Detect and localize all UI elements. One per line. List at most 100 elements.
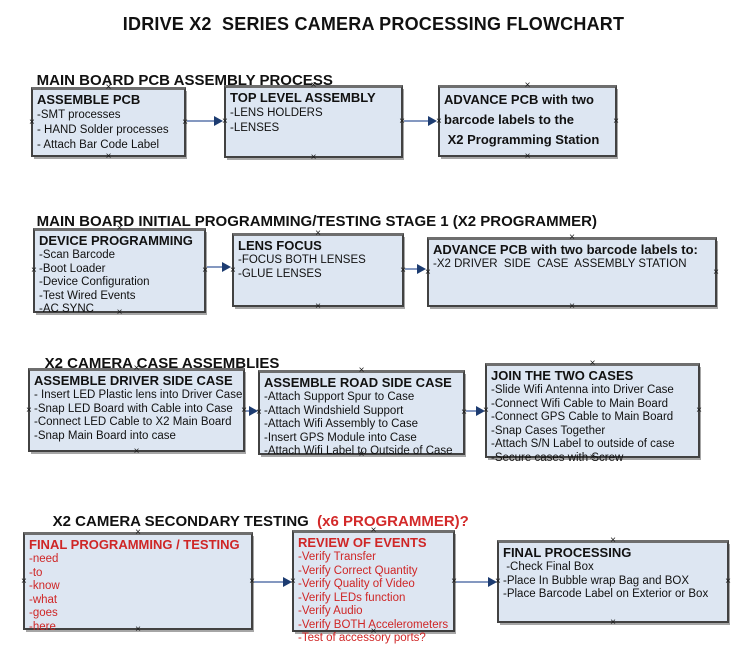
arrow-shaft [187, 120, 216, 122]
section-heading-text: X2 CAMERA CASE ASSEMBLIES [44, 355, 280, 372]
connection-handle-icon: × [241, 404, 247, 416]
flow-box-advance-pcb-driver-side[interactable]: ADVANCE PCB with two barcode labels to: … [425, 233, 719, 312]
connection-handle-icon: × [610, 535, 616, 546]
box-item: -Attach Support Spur to Case [264, 391, 415, 403]
flow-box-review-of-events[interactable]: REVIEW OF EVENTS -Verify Transfer-Verify… [290, 526, 457, 645]
connection-handle-icon: × [315, 301, 321, 312]
box-title: LENS FOCUS [238, 238, 322, 253]
box-item: -Scan Barcode [39, 249, 116, 261]
connection-handle-icon: × [524, 151, 531, 162]
box-item: -Connect GPS Cable to Main Board [491, 411, 674, 423]
flow-box-assemble-pcb[interactable]: ASSEMBLE PCB -SMT processes- HAND Solder… [29, 83, 188, 162]
connection-handle-icon: × [713, 266, 719, 278]
box-item: -Slide Wifi Antenna into Driver Case [491, 384, 674, 396]
connection-handle-icon: × [29, 116, 35, 128]
arrow-shaft [246, 410, 251, 412]
connection-handle-icon: × [451, 575, 457, 587]
connection-handle-icon: × [613, 115, 619, 127]
arrow-head-icon [249, 406, 258, 416]
arrow-shaft [466, 410, 478, 412]
section-heading-secondary-testing: X2 CAMERA SECONDARY TESTING (x6 PROGRAMM… [36, 496, 469, 547]
box-title: ASSEMBLE DRIVER SIDE CASE [34, 373, 233, 388]
box-item: -Verify Audio [298, 605, 363, 617]
connection-handle-icon: × [358, 449, 365, 460]
connection-handle-icon: × [315, 228, 321, 239]
box-item: -GLUE LENSES [238, 267, 322, 280]
connection-handle-icon: × [370, 525, 377, 536]
box-items: -Attach Support Spur to Case-Attach Wind… [264, 391, 459, 459]
flow-box-join-the-two-cases[interactable]: JOIN THE TWO CASES -Slide Wifi Antenna i… [483, 359, 702, 464]
connection-handle-icon: × [436, 115, 442, 127]
connection-handle-icon: × [358, 365, 365, 376]
arrow-shaft [404, 120, 430, 122]
box-item: -Test Wired Events [39, 289, 136, 302]
box-item: -Place In Bubble wrap Bag and BOX [503, 574, 690, 587]
box-items: -Verify Transfer-Verify Correct Quantity… [298, 551, 449, 646]
box-border-line [292, 630, 455, 632]
box-title: REVIEW OF EVENTS [298, 535, 427, 550]
box-items: -FOCUS BOTH LENSES-GLUE LENSES [238, 254, 398, 281]
flow-box-device-programming[interactable]: DEVICE PROGRAMMING -Scan Barcode-Boot Lo… [31, 224, 208, 318]
connection-handle-icon: × [249, 575, 255, 587]
box-item: -Verify Transfer [298, 551, 376, 563]
connection-handle-icon: × [310, 80, 317, 91]
box-item: -to [29, 566, 43, 579]
arrow-head-icon [283, 577, 292, 587]
box-items: -X2 DRIVER SIDE CASE ASSEMBLY STATION [433, 258, 711, 272]
box-item: -Boot Loader [39, 262, 106, 275]
connection-handle-icon: × [133, 446, 140, 457]
flow-box-lens-focus[interactable]: LENS FOCUS -FOCUS BOTH LENSES-GLUE LENSE… [230, 229, 406, 312]
box-title: DEVICE PROGRAMMING [39, 233, 193, 248]
page-title: IDRIVE X2 SERIES CAMERA PROCESSING FLOWC… [122, 14, 625, 34]
section-heading-text: X2 CAMERA SECONDARY TESTING [52, 513, 313, 530]
box-item: -Secure cases with Screw [491, 451, 624, 464]
connection-handle-icon: × [135, 527, 141, 538]
box-item: -know [29, 580, 60, 592]
box-item: -Attach Windshield Support [264, 404, 404, 417]
box-item: -here [29, 620, 56, 633]
connection-handle-icon: × [569, 232, 575, 243]
flow-box-final-programming-testing[interactable]: FINAL PROGRAMMING / TESTING -need-to-kno… [21, 528, 255, 635]
box-items: -need-to-know-what-goes-here [29, 553, 247, 634]
box-title: ADVANCE PCB with two barcode labels to: [433, 242, 698, 257]
connection-handle-icon: × [370, 626, 377, 637]
connection-handle-icon: × [230, 264, 236, 276]
connection-handle-icon: × [399, 116, 405, 127]
box-item: -X2 DRIVER SIDE CASE ASSEMBLY STATION [433, 258, 687, 270]
arrow-head-icon [488, 577, 497, 587]
arrow-shaft [456, 581, 490, 583]
box-items: -Slide Wifi Antenna into Driver Case -Con… [491, 384, 694, 465]
box-item: -Snap Main Board into case [34, 429, 176, 442]
box-title: TOP LEVEL ASSEMBLY [230, 90, 376, 105]
box-title: ADVANCE PCB with two barcode labels to t… [444, 92, 598, 127]
box-item: -Insert GPS Module into Case [264, 431, 417, 444]
box-items: - Insert LED Plastic lens into Driver Ca… [34, 389, 242, 443]
box-item: -LENSES [230, 122, 280, 134]
connection-handle-icon: × [310, 152, 317, 163]
arrow-head-icon [417, 264, 426, 274]
flow-box-final-processing[interactable]: FINAL PROCESSING -Check Final Box-Place … [495, 536, 731, 628]
connection-handle-icon: × [105, 151, 112, 162]
box-item: -Connect LED Cable to X2 Main Board [34, 416, 232, 428]
connection-handle-icon: × [461, 407, 467, 418]
box-title: JOIN THE TWO CASES [491, 368, 634, 383]
connection-handle-icon: × [116, 307, 123, 318]
connection-handle-icon: × [589, 358, 596, 369]
box-item: -Place Barcode Label on Exterior or Box [503, 588, 709, 600]
connection-handle-icon: × [26, 404, 32, 416]
flow-box-assemble-road-side-case[interactable]: ASSEMBLE ROAD SIDE CASE -Attach Support … [256, 366, 467, 460]
flow-box-advance-pcb-programming-station[interactable]: ADVANCE PCB with two barcode labels to t… [436, 81, 619, 162]
box-item: -goes [29, 607, 58, 619]
box-item: - HAND Solder processes [37, 124, 169, 136]
box-title: ASSEMBLE PCB [37, 92, 141, 107]
box-title: ASSEMBLE ROAD SIDE CASE [264, 375, 452, 390]
flow-box-top-level-assembly[interactable]: TOP LEVEL ASSEMBLY -LENS HOLDERS-LENSES … [222, 81, 405, 163]
box-item: -Attach Wifi Assembly to Case [264, 418, 419, 430]
connection-handle-icon: × [105, 82, 112, 93]
section-heading-case-assemblies: X2 CAMERA CASE ASSEMBLIES [28, 338, 280, 389]
flow-box-assemble-driver-side-case[interactable]: ASSEMBLE DRIVER SIDE CASE - Insert LED P… [26, 364, 247, 457]
box-item: -Verify Quality of Video [298, 578, 415, 590]
connection-handle-icon: × [202, 265, 208, 276]
arrow-shaft [254, 581, 285, 583]
